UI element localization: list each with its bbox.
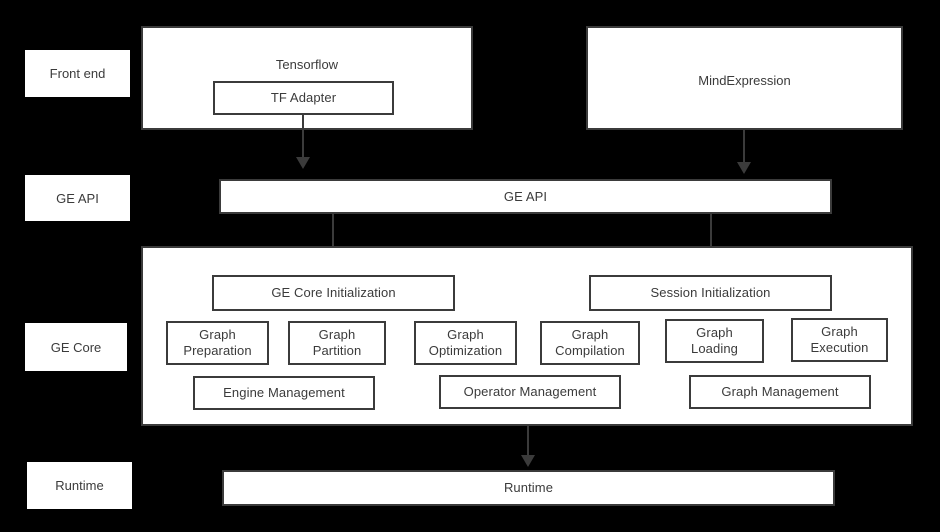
- connector-tf-adapter-to-ge-api-arrowhead: [296, 157, 310, 169]
- tf-adapter-box[interactable]: TF Adapter: [213, 81, 394, 115]
- ge-api-bar[interactable]: GE API: [219, 179, 832, 214]
- connector-tf-adapter-to-ge-api-line: [302, 115, 304, 160]
- graph-optimization-label: Graph Optimization: [428, 327, 503, 358]
- mindexpression-panel-title: MindExpression: [698, 73, 791, 88]
- engine-management-box[interactable]: Engine Management: [193, 376, 375, 410]
- stage-label-ge-api-text: GE API: [56, 190, 99, 206]
- ge-core-initialization-box[interactable]: GE Core Initialization: [212, 275, 455, 311]
- graph-compilation-box[interactable]: Graph Compilation: [540, 321, 640, 365]
- engine-management-label: Engine Management: [223, 385, 345, 401]
- stage-label-front-end-text: Front end: [49, 66, 106, 81]
- stage-label-ge-api: GE API: [25, 175, 130, 221]
- graph-partition-box[interactable]: Graph Partition: [288, 321, 386, 365]
- connector-ge-api-to-session-init-line: [710, 214, 712, 258]
- graph-optimization-box[interactable]: Graph Optimization: [414, 321, 517, 365]
- stage-label-front-end: Front end: [25, 50, 130, 97]
- graph-preparation-box[interactable]: Graph Preparation: [166, 321, 269, 365]
- runtime-bar-label: Runtime: [503, 480, 554, 496]
- stage-label-ge-core: GE Core: [25, 323, 127, 371]
- graph-management-box[interactable]: Graph Management: [689, 375, 871, 409]
- ge-api-bar-label: GE API: [503, 188, 548, 204]
- graph-management-label: Graph Management: [721, 384, 839, 400]
- graph-preparation-label: Graph Preparation: [183, 327, 252, 358]
- graph-compilation-label: Graph Compilation: [555, 327, 625, 358]
- graph-loading-label: Graph Loading: [691, 325, 738, 356]
- connector-ge-core-to-runtime-line: [527, 426, 529, 458]
- stage-label-runtime-text: Runtime: [55, 478, 104, 493]
- connector-ge-api-to-ge-core-init-line: [332, 214, 334, 258]
- tf-adapter-label: TF Adapter: [270, 90, 337, 106]
- operator-management-label: Operator Management: [463, 384, 597, 400]
- stage-label-runtime: Runtime: [27, 462, 132, 509]
- graph-loading-box[interactable]: Graph Loading: [665, 319, 764, 363]
- graph-execution-label: Graph Execution: [810, 324, 869, 355]
- connector-mindexpression-to-ge-api-line: [743, 130, 745, 165]
- graph-partition-label: Graph Partition: [312, 327, 362, 358]
- operator-management-box[interactable]: Operator Management: [439, 375, 621, 409]
- connector-ge-core-to-runtime-arrowhead: [521, 455, 535, 467]
- tensorflow-panel-title: Tensorflow: [275, 57, 339, 72]
- runtime-bar[interactable]: Runtime: [222, 470, 835, 506]
- connector-mindexpression-to-ge-api-arrowhead: [737, 162, 751, 174]
- stage-label-ge-core-text: GE Core: [50, 339, 102, 355]
- mindexpression-panel: MindExpression: [586, 26, 903, 130]
- session-initialization-label: Session Initialization: [650, 285, 771, 301]
- ge-core-initialization-label: GE Core Initialization: [271, 285, 396, 301]
- graph-execution-box[interactable]: Graph Execution: [791, 318, 888, 362]
- session-initialization-box[interactable]: Session Initialization: [589, 275, 832, 311]
